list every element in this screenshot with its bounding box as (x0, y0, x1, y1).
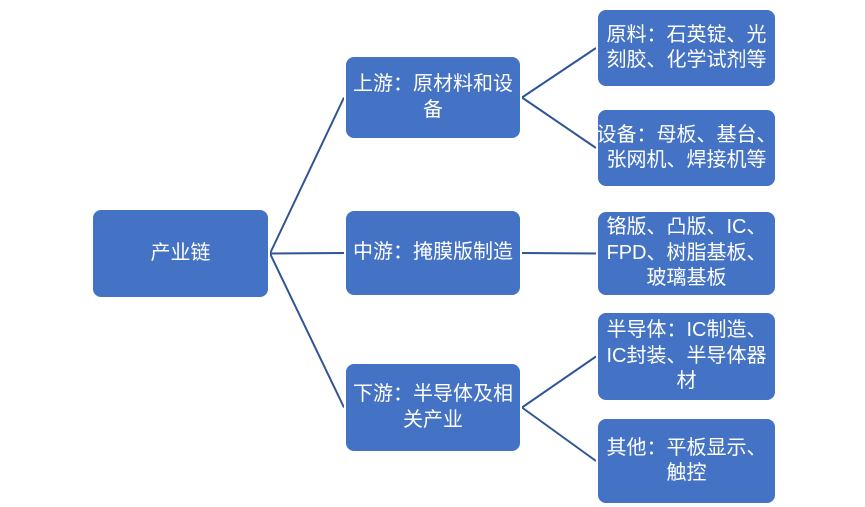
connector-line (269, 97, 345, 254)
node-downstream-semiconductor: 下游：半导体及相 关产业 (344, 362, 522, 453)
node-other-applications-label: 其他：平板显示、 触控 (606, 436, 767, 484)
node-equipment: 设备：母板、基台、 张网机、焊接机等 (596, 108, 777, 188)
node-mask-products: 铬版、凸版、IC、 FPD、树脂基板、 玻璃基板 (596, 210, 777, 297)
connector-line (269, 252, 345, 255)
node-downstream-label: 下游：半导体及相 关产业 (353, 383, 513, 431)
connector-line (521, 252, 597, 255)
node-upstream-label: 上游：原材料和设 备 (353, 73, 513, 121)
node-other-applications: 其他：平板显示、 触控 (596, 417, 777, 505)
node-raw-materials: 原料：石英锭、光 刻胶、化学试剂等 (596, 8, 777, 88)
connector-line (269, 253, 345, 408)
node-upstream-materials-equipment: 上游：原材料和设 备 (344, 55, 522, 140)
connector-line (521, 355, 597, 409)
node-midstream-mask-manufacturing: 中游：掩膜版制造 (344, 209, 522, 297)
node-mask-products-label: 铬版、凸版、IC、 FPD、树脂基板、 玻璃基板 (606, 216, 767, 290)
connector-line (521, 47, 597, 99)
node-semiconductor-products: 半导体：IC制造、 IC封装、半导体器 材 (596, 311, 777, 402)
node-industry-chain: 产业链 (91, 208, 270, 299)
node-industry-chain-label: 产业链 (150, 241, 211, 264)
node-semiconductor-products-label: 半导体：IC制造、 IC封装、半导体器 材 (606, 319, 767, 393)
connector-line (521, 406, 597, 462)
connector-line (521, 96, 597, 149)
node-equipment-label: 设备：母板、基台、 张网机、焊接机等 (596, 123, 777, 171)
node-raw-materials-label: 原料：石英锭、光 刻胶、化学试剂等 (606, 23, 767, 71)
node-midstream-label: 中游：掩膜版制造 (353, 241, 513, 264)
